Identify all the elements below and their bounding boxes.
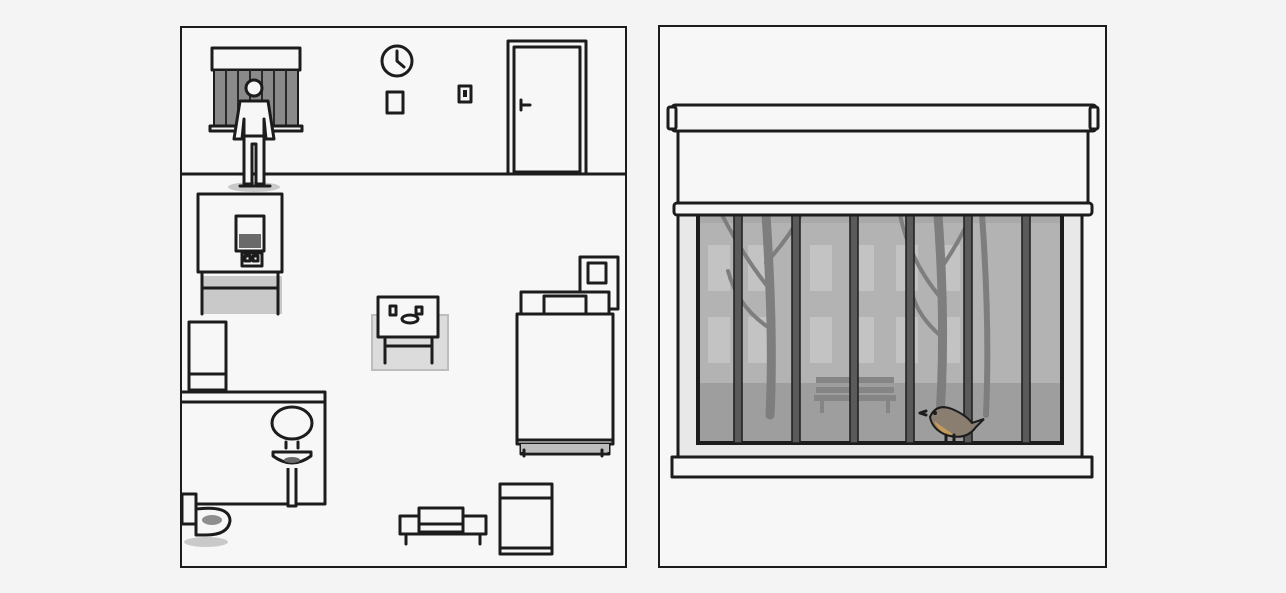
kitchen-counter-icon[interactable] — [196, 192, 284, 316]
door-icon[interactable] — [506, 39, 588, 176]
tv-icon[interactable] — [417, 506, 465, 534]
room-map: .k{fill:none;stroke:#1c1c1c;stroke-width… — [182, 39, 625, 556]
window-panel[interactable]: .k{fill:none;stroke:#1c1c1c;stroke-width… — [658, 25, 1107, 568]
light-switch-icon[interactable] — [457, 84, 473, 104]
stove-icon[interactable] — [240, 251, 264, 268]
sink-icon[interactable] — [271, 440, 313, 508]
player-icon[interactable] — [228, 78, 280, 192]
toilet-icon[interactable] — [182, 492, 232, 547]
room-panel[interactable]: .k{fill:none;stroke:#1c1c1c;stroke-width… — [180, 26, 627, 568]
bird-icon[interactable] — [918, 406, 985, 445]
window-scene: .k{fill:none;stroke:#1c1c1c;stroke-width… — [666, 103, 1100, 479]
apartment-building-icon — [698, 223, 1062, 383]
table-icon[interactable] — [376, 295, 440, 365]
bed-icon[interactable] — [515, 290, 615, 458]
cabinet-icon[interactable] — [498, 482, 554, 556]
wall-clock-icon[interactable] — [380, 44, 414, 78]
window-sill — [670, 455, 1094, 479]
fridge-icon[interactable] — [187, 320, 228, 392]
microwave-icon[interactable] — [234, 214, 266, 253]
window-bars-icon — [696, 205, 1064, 445]
bathroom-mirror-icon[interactable] — [270, 405, 314, 441]
roller-blind-icon[interactable] — [666, 103, 1100, 217]
note-icon[interactable] — [385, 90, 405, 115]
outside-view — [698, 207, 1062, 443]
tableware-icon[interactable] — [388, 304, 424, 325]
